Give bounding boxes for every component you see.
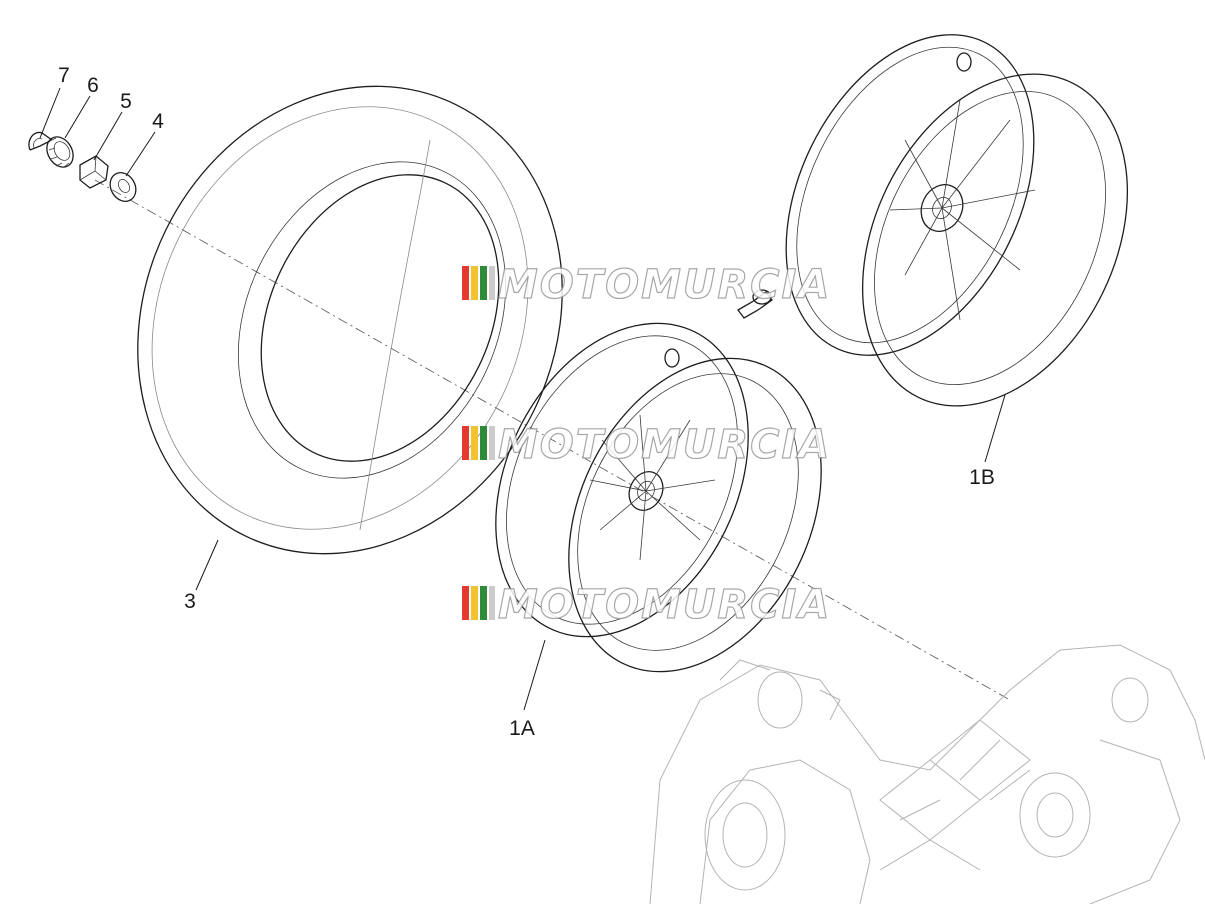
watermark-flag-yellow: [471, 426, 478, 460]
wheel-axis-line: [94, 179, 1011, 701]
callout-1B: 1B: [969, 466, 995, 489]
callout-4: 4: [152, 110, 164, 133]
watermark-flag-red: [462, 426, 469, 460]
watermark-bottom: MOTOMURCIA: [462, 581, 831, 629]
callout-3: 3: [184, 590, 196, 613]
engine-crankcase: [649, 644, 1205, 904]
watermark-flag-yellow: [471, 586, 478, 620]
leader-lines: [39, 87, 1006, 711]
watermark-text: MOTOMURCIA: [498, 262, 831, 308]
watermark-flag-grey: [489, 266, 495, 300]
callout-5: 5: [120, 90, 132, 113]
spacer: [79, 155, 109, 189]
watermark-text: MOTOMURCIA: [498, 422, 831, 468]
wheel-rim-1B: [785, 34, 1129, 407]
callout-7: 7: [58, 64, 70, 87]
watermark-flag-green: [480, 586, 487, 620]
watermark-flag-green: [480, 266, 487, 300]
washer: [109, 172, 137, 202]
watermark-text: MOTOMURCIA: [498, 582, 831, 628]
watermark-flag-yellow: [471, 266, 478, 300]
callout-1A: 1A: [509, 717, 535, 740]
wheel-rim-1A: [495, 322, 822, 673]
castle-nut: [46, 136, 74, 168]
watermark-middle: MOTOMURCIA: [462, 421, 831, 469]
tyre-valve: [737, 289, 773, 319]
tyre: [137, 85, 563, 555]
watermark-flag-red: [462, 266, 469, 300]
callout-6: 6: [87, 74, 99, 97]
watermark-flag-green: [480, 426, 487, 460]
watermark-flag-grey: [489, 586, 495, 620]
watermark-top: MOTOMURCIA: [462, 261, 831, 309]
watermark-flag-red: [462, 586, 469, 620]
watermark-flag-grey: [489, 426, 495, 460]
